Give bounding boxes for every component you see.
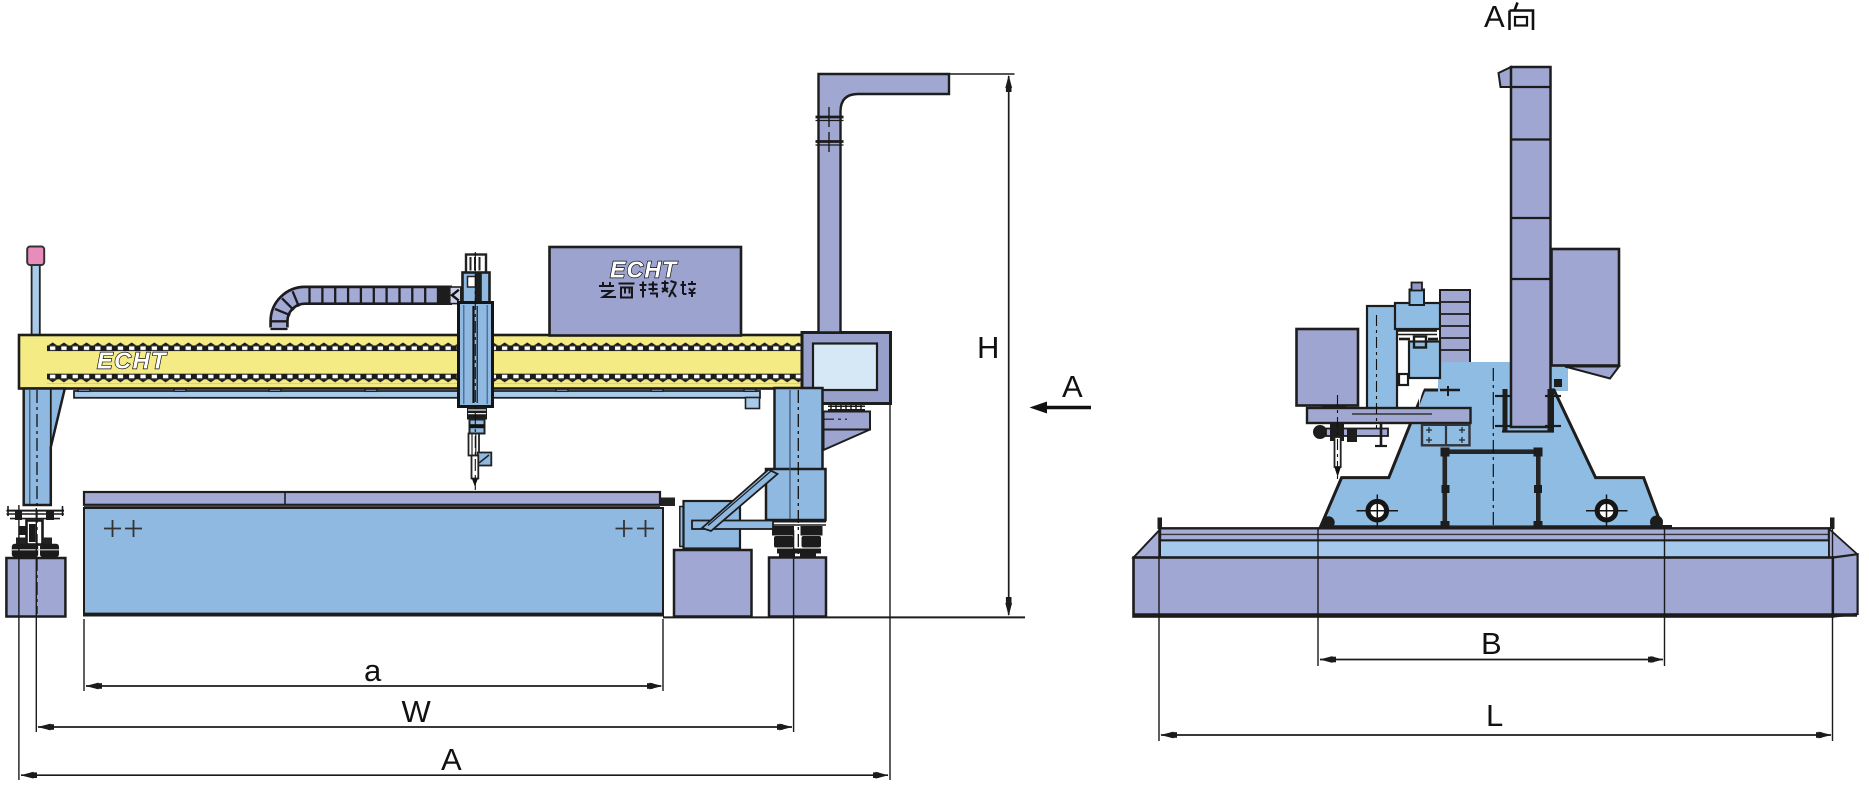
svg-text:H: H	[977, 330, 999, 365]
svg-text:ECHT: ECHT	[610, 257, 678, 283]
svg-text:A: A	[441, 742, 462, 777]
svg-text:A: A	[1484, 0, 1505, 34]
svg-text:a: a	[364, 653, 382, 688]
svg-text:W: W	[402, 694, 432, 729]
svg-text:L: L	[1486, 698, 1503, 733]
svg-text:A: A	[1062, 369, 1083, 404]
svg-text:ECHT: ECHT	[97, 348, 167, 374]
svg-text:B: B	[1481, 626, 1502, 661]
